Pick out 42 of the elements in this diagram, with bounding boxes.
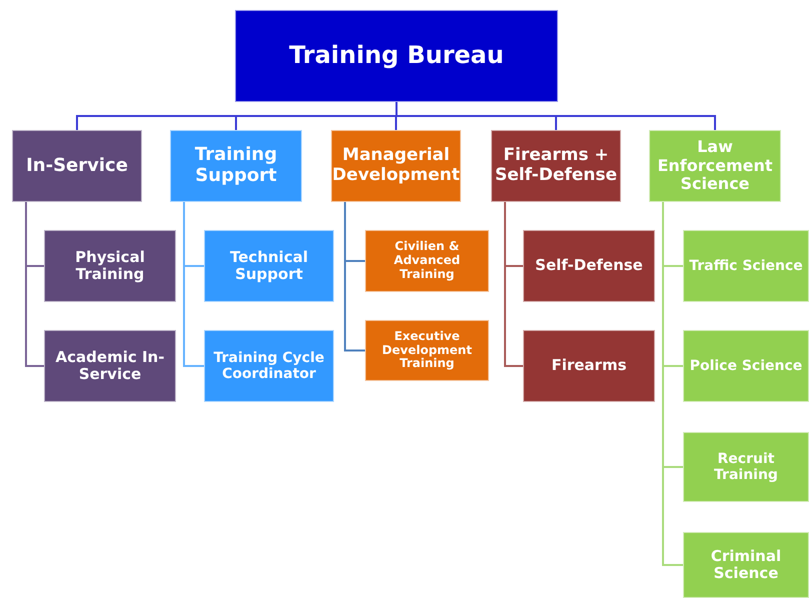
connector-line [396,102,716,130]
unit-box [491,130,621,202]
connector-line [504,202,523,367]
connector-line [662,202,683,566]
unit-box [204,230,334,302]
unit-name: Firearms + Self-Defense [494,146,618,186]
unit-name: Firearms [551,357,627,375]
unit-box [44,230,176,302]
unit-box [683,230,809,302]
unit-box [12,130,142,202]
unit-box [331,130,461,202]
unit-name: Technical Support [229,248,309,284]
connector-line [344,202,365,352]
unit-name: Law Enforcement Science [656,138,774,194]
connector-line [183,202,204,367]
unit-box [365,320,489,381]
unit-box [523,230,655,302]
unit-name: Training Support [194,145,278,187]
unit-box [204,330,334,402]
unit-name: Physical Training [74,248,146,284]
connector-line [25,202,44,367]
unit-name: Training Cycle Coordinator [212,350,326,382]
unit-name: Academic In-Service [54,348,166,384]
unit-box [170,130,302,202]
unit-name: Self-Defense [535,257,643,275]
unit-box [523,330,655,402]
unit-name: Executive Development Training [381,330,473,372]
unit-name: Traffic Science [689,258,803,274]
unit-name: Recruit Training [713,450,779,484]
unit-name: Criminal Science [710,548,782,582]
unit-box [649,130,781,202]
unit-box [683,432,809,502]
unit-name: Civilien & Advanced Training [392,240,462,282]
unit-box [44,330,176,402]
unit-box [365,230,489,292]
unit-name: Managerial Development [332,146,460,186]
unit-name: Training Bureau [289,42,504,70]
unit-name: In-Service [26,156,128,176]
unit-box [683,532,809,598]
unit-name: Police Science [690,358,802,374]
unit-box [683,330,809,402]
top-unit-box [235,10,558,102]
